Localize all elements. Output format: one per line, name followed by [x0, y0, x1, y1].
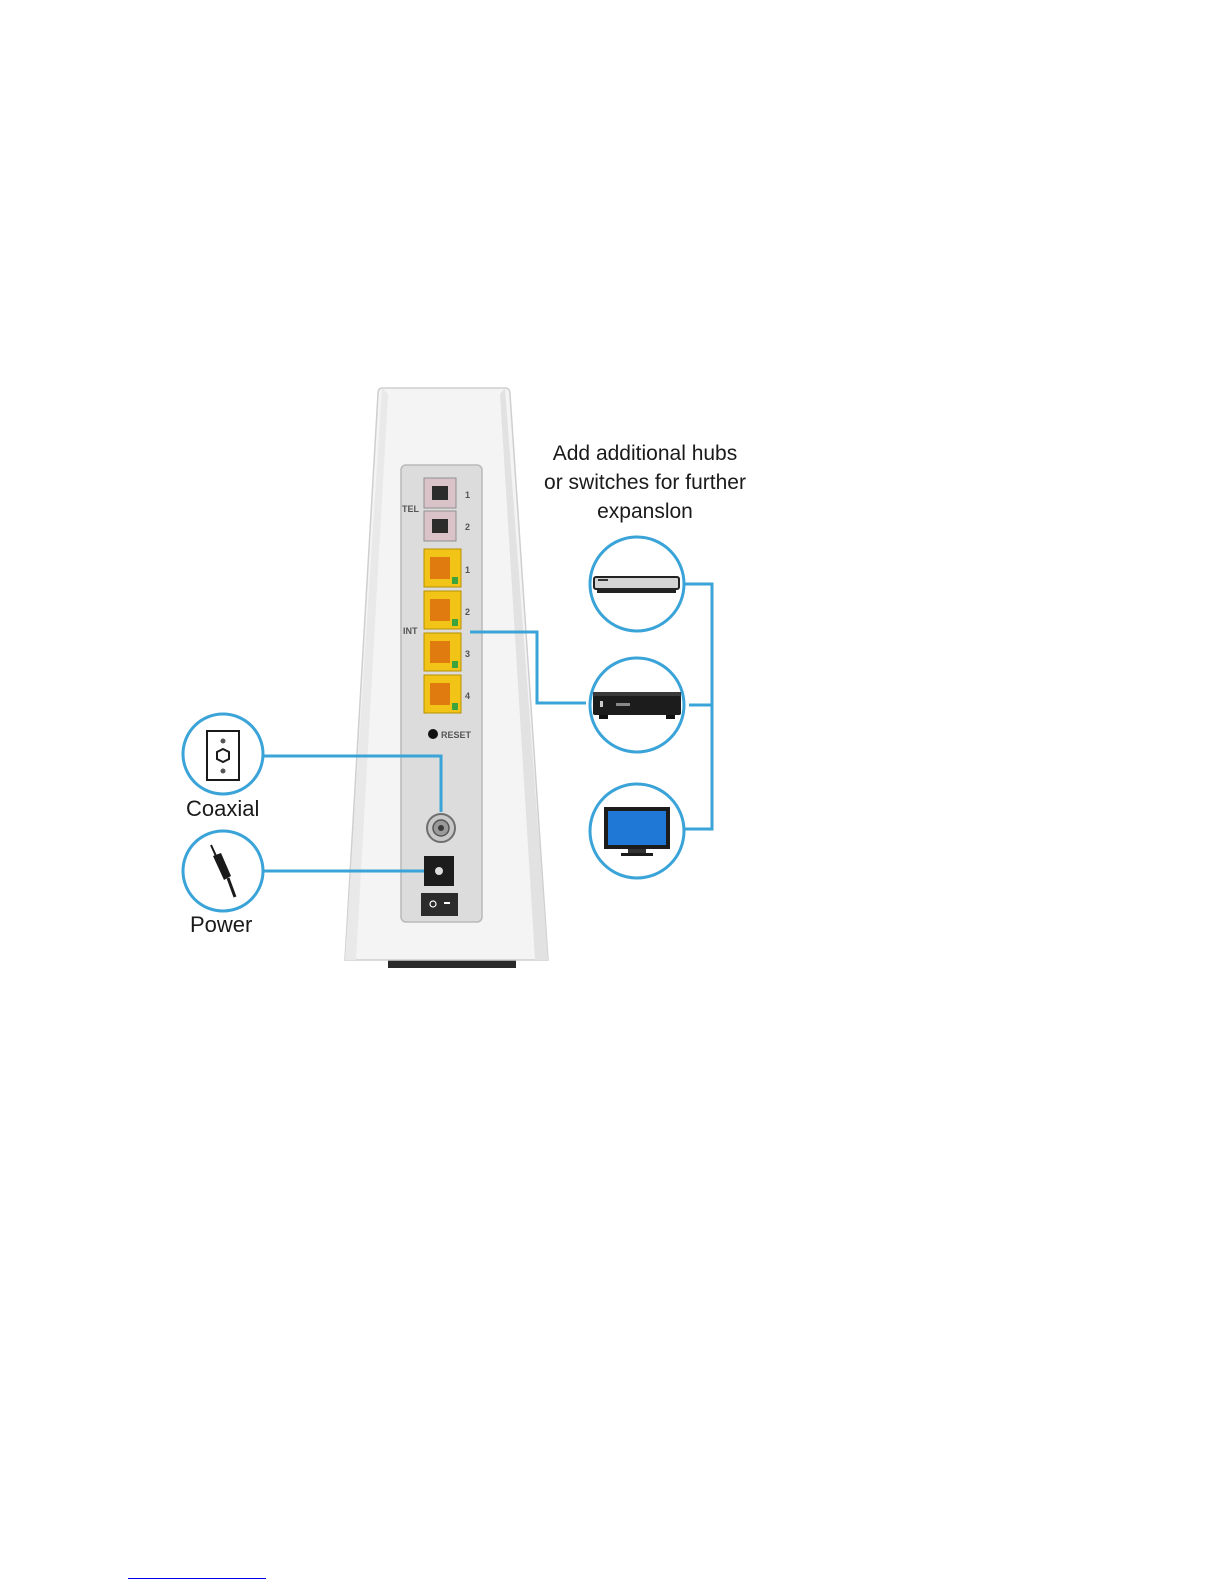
- int-port-number-4: 4: [465, 691, 470, 701]
- expansion-heading-line-2: or switches for further: [520, 468, 770, 497]
- int-port-number-1: 1: [465, 565, 470, 575]
- expansion-heading-line-1: Add additional hubs: [520, 439, 770, 468]
- int-label: INT: [403, 626, 418, 636]
- tel-port-number-1: 1: [465, 490, 470, 500]
- set-top-box-icon: [590, 658, 684, 752]
- expansion-heading-line-3: expanslon: [520, 497, 770, 526]
- reset-button-group: RESET: [428, 729, 472, 740]
- tel-label: TEL: [402, 504, 420, 514]
- power-plug-icon: [183, 831, 263, 911]
- expansion-heading: Add additional hubs or switches for furt…: [520, 439, 770, 526]
- tel-port-number-2: 2: [465, 522, 470, 532]
- network-switch-icon: [590, 537, 684, 631]
- television-icon: [590, 784, 684, 878]
- int-port-number-3: 3: [465, 649, 470, 659]
- reset-button[interactable]: [428, 729, 438, 739]
- footnote-divider: [128, 1578, 266, 1579]
- power-switch[interactable]: [421, 893, 458, 916]
- coaxial-caption: Coaxial: [186, 796, 259, 822]
- int-port-number-2: 2: [465, 607, 470, 617]
- coax-connector[interactable]: [427, 814, 455, 842]
- power-caption: Power: [190, 912, 252, 938]
- wall-coax-outlet-icon: [183, 714, 263, 794]
- reset-label: RESET: [441, 730, 472, 740]
- power-jack[interactable]: [424, 856, 454, 886]
